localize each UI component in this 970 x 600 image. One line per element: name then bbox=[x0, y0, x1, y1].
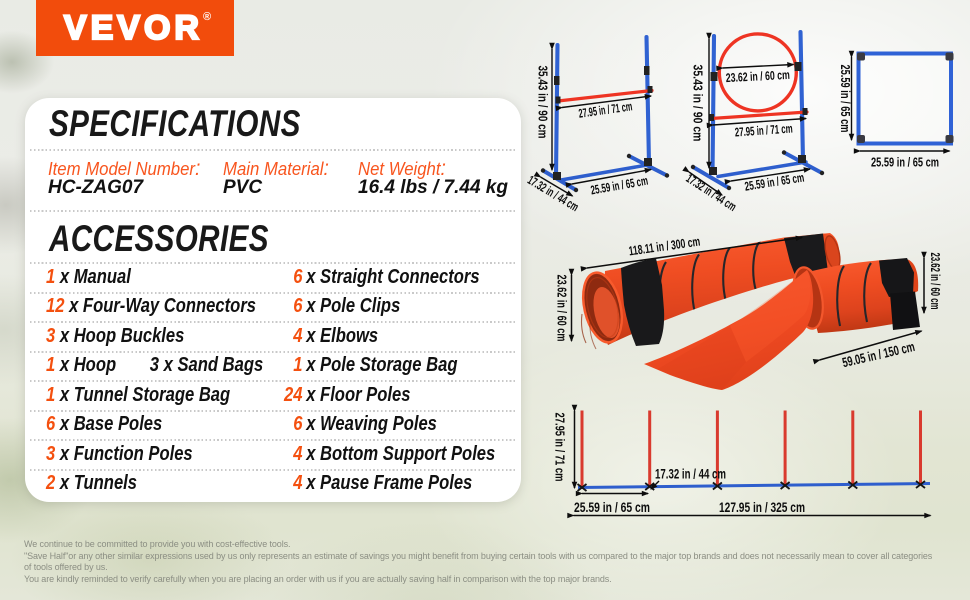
svg-text:23.62 in / 60 cm: 23.62 in / 60 cm bbox=[725, 68, 790, 85]
svg-text:23.62 in / 60 cm: 23.62 in / 60 cm bbox=[555, 275, 569, 342]
svg-text:25.59 in / 65 cm: 25.59 in / 65 cm bbox=[590, 174, 650, 198]
svg-text:23.62 in / 60 cm: 23.62 in / 60 cm bbox=[928, 253, 942, 310]
svg-text:35.43 in / 90 cm: 35.43 in / 90 cm bbox=[536, 66, 551, 139]
svg-text:127.95 in / 325 cm: 127.95 in / 325 cm bbox=[719, 500, 805, 515]
svg-text:35.43 in / 90 cm: 35.43 in / 90 cm bbox=[691, 65, 706, 142]
svg-text:25.59 in / 65 cm: 25.59 in / 65 cm bbox=[838, 65, 852, 133]
svg-text:27.95 in / 71 cm: 27.95 in / 71 cm bbox=[578, 99, 633, 120]
svg-text:25.59 in / 65 cm: 25.59 in / 65 cm bbox=[574, 500, 650, 515]
svg-text:27.95 in / 71 cm: 27.95 in / 71 cm bbox=[734, 122, 793, 140]
svg-text:25.59 in / 65 cm: 25.59 in / 65 cm bbox=[871, 155, 939, 170]
svg-text:27.95 in / 71 cm: 27.95 in / 71 cm bbox=[553, 413, 568, 482]
svg-text:17.32 in / 44 cm: 17.32 in / 44 cm bbox=[655, 467, 726, 482]
